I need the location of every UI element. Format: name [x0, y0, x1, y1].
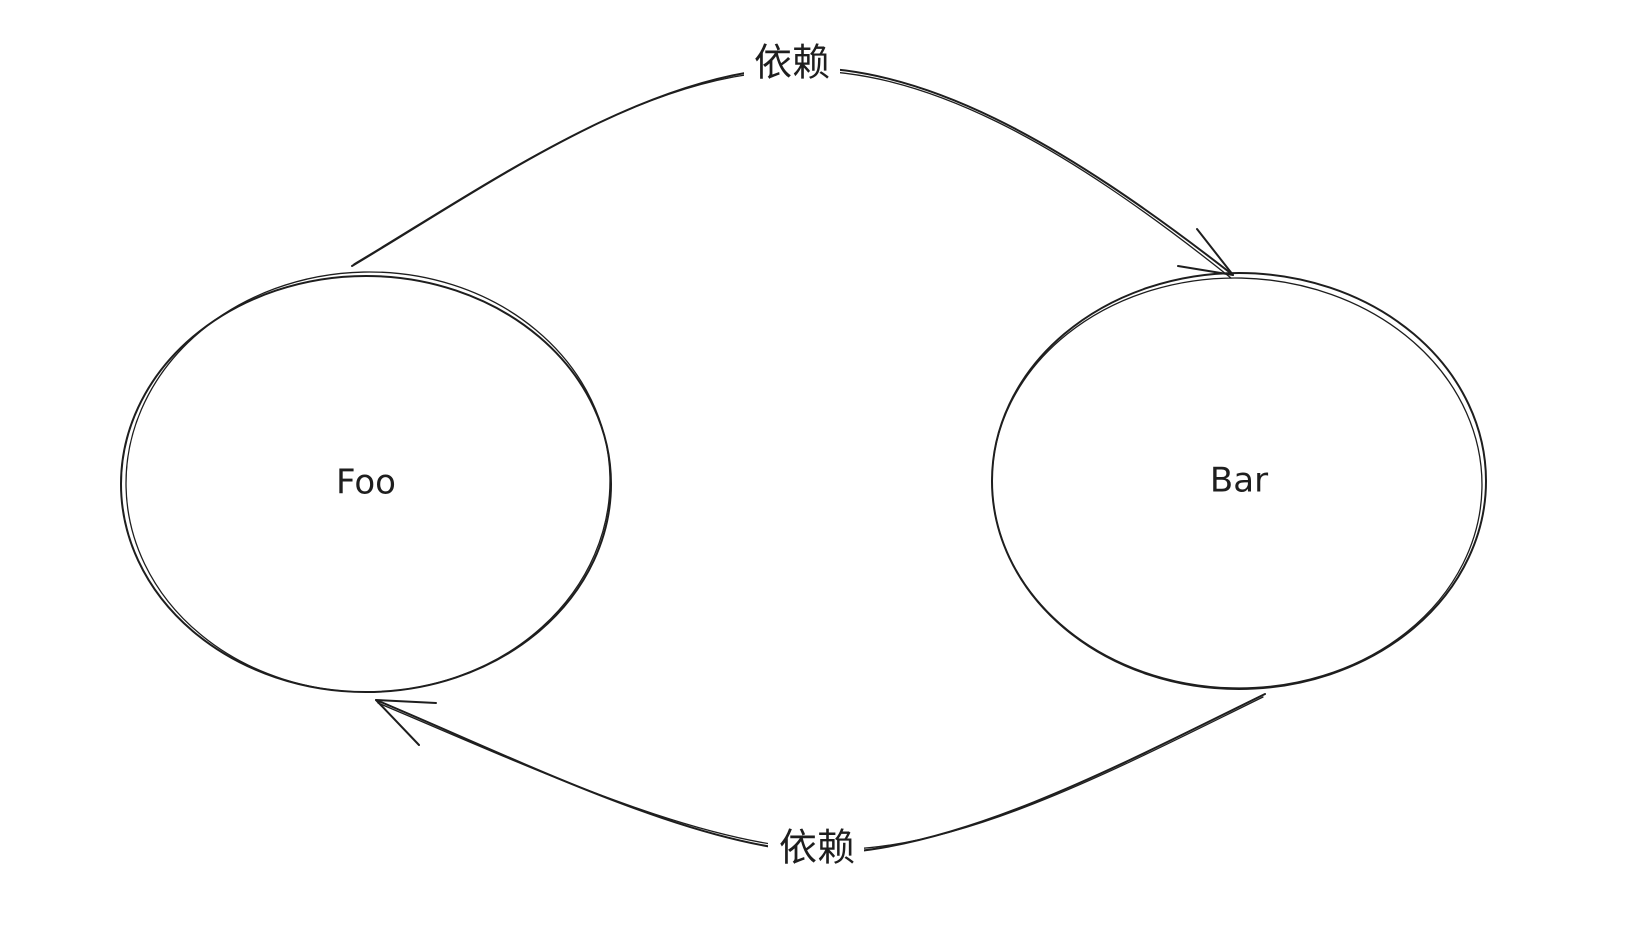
edge-foo-to-bar-sketch-line: [353, 70, 1232, 279]
edge-bar-to-foo[interactable]: 依赖: [375, 693, 1266, 879]
node-bar-sketch-stroke: [991, 277, 1483, 689]
node-bar[interactable]: Bar: [987, 272, 1487, 693]
edge-foo-to-bar-label-bg: [744, 38, 840, 94]
node-foo-sketch-stroke: [125, 271, 611, 693]
edge-bar-to-foo-label-bg: [768, 821, 864, 879]
node-foo-label: Foo: [336, 463, 396, 503]
edge-foo-to-bar-line: [351, 66, 1234, 276]
edge-bar-to-foo-arrowhead: [375, 699, 437, 746]
edge-foo-to-bar[interactable]: 依赖: [351, 38, 1234, 279]
node-foo[interactable]: Foo: [120, 267, 614, 697]
edge-foo-to-bar-arrowhead: [1177, 228, 1234, 276]
edge-foo-to-bar-label: 依赖: [754, 41, 830, 85]
edge-bar-to-foo-label: 依赖: [779, 826, 855, 870]
node-bar-label: Bar: [1210, 461, 1268, 501]
